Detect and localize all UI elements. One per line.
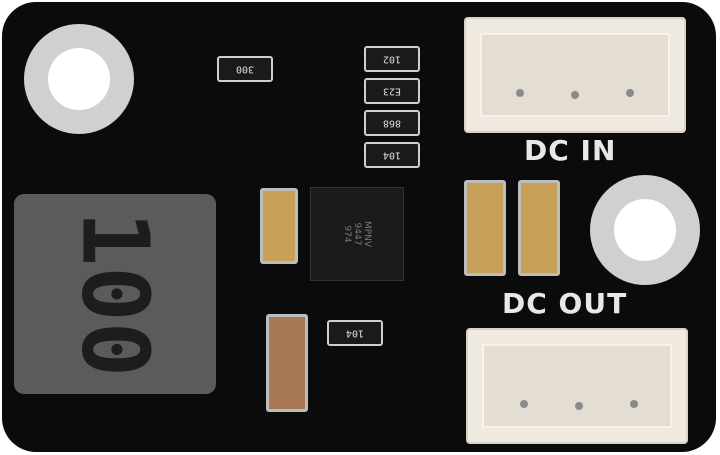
resistor: 104 (327, 320, 383, 346)
capacitor (260, 188, 298, 264)
regulator-ic: MPNV 9447 974 (310, 187, 404, 281)
capacitor (266, 314, 308, 412)
dc-out-connector (466, 328, 688, 444)
resistor: 102 (364, 46, 420, 72)
inductor: 100 (14, 194, 216, 394)
resistor: E23 (364, 78, 420, 104)
resistor: 868 (364, 110, 420, 136)
dc-out-label: DC OUT (502, 287, 628, 320)
dc-in-label: DC IN (524, 134, 617, 167)
resistor: 300 (217, 56, 273, 82)
resistor: 104 (364, 142, 420, 168)
capacitor (464, 180, 506, 276)
mounting-hole-right (590, 175, 700, 285)
dc-in-connector (464, 17, 686, 133)
mounting-hole-top-left (24, 24, 134, 134)
capacitor (518, 180, 560, 276)
